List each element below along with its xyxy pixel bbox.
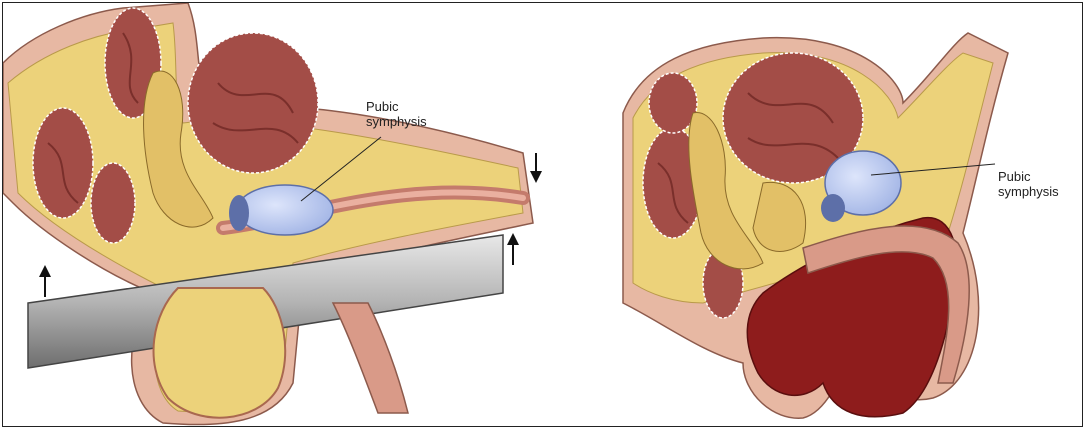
label-line-2: symphysis — [998, 184, 1083, 199]
arrow-up-icon — [507, 233, 519, 265]
label-line-1: Pubic — [998, 169, 1083, 184]
pubic-symphysis-label-left: Pubic symphysis — [366, 99, 476, 129]
right-panel — [623, 33, 1008, 418]
anatomy-illustration — [3, 3, 1083, 427]
left-scrotum — [154, 288, 286, 418]
left-pubic-symphysis — [237, 185, 333, 235]
left-penis — [333, 303, 408, 413]
arrow-down-icon — [530, 153, 542, 183]
left-panel — [3, 3, 542, 425]
arrow-up-icon — [39, 265, 51, 297]
label-line-1: Pubic — [366, 99, 476, 114]
label-line-2: symphysis — [366, 114, 476, 129]
pubic-symphysis-label-right: Pubic symphysis — [998, 169, 1083, 199]
